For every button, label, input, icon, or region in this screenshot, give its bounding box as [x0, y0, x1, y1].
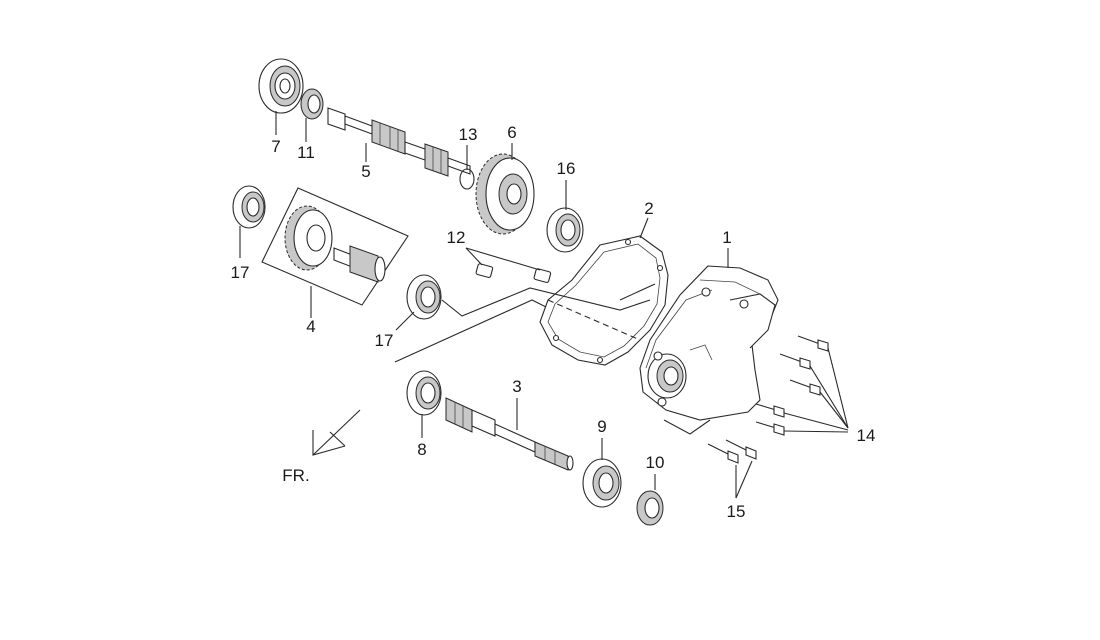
- label-17-lower: 17: [375, 331, 394, 350]
- oil-seal-11: [300, 88, 324, 120]
- bearing-7: [258, 58, 304, 114]
- label-17-upper: 17: [231, 263, 250, 282]
- label-14: 14: [857, 426, 876, 445]
- label-2: 2: [644, 199, 653, 218]
- bearing-17-lower: [406, 274, 442, 320]
- label-6: 6: [507, 123, 516, 142]
- assembly-lines: [394, 283, 711, 435]
- shaft-3: [445, 397, 574, 471]
- label-16: 16: [557, 159, 576, 178]
- transmission-cover-1: [639, 265, 779, 421]
- dowel-pins-12: [475, 263, 552, 283]
- label-8: 8: [417, 440, 426, 459]
- label-5: 5: [361, 162, 370, 181]
- oil-seal-10: [636, 490, 664, 526]
- bearing-9: [582, 458, 622, 508]
- label-13: 13: [459, 125, 478, 144]
- gasket-2: [539, 235, 669, 366]
- gear-assembly-4: [261, 187, 409, 306]
- label-4: 4: [306, 317, 315, 336]
- bearing-8: [406, 370, 442, 416]
- label-12: 12: [447, 228, 466, 247]
- label-3: 3: [512, 377, 521, 396]
- label-1: 1: [722, 228, 731, 247]
- front-direction-arrow-icon: [312, 409, 361, 456]
- bolts-15: [707, 439, 757, 464]
- label-9: 9: [597, 417, 606, 436]
- label-15: 15: [727, 502, 746, 521]
- bearing-16: [546, 207, 584, 253]
- shaft-5: [327, 107, 471, 177]
- bearing-17-upper: [232, 185, 266, 229]
- bolts-14: [755, 335, 829, 436]
- gear-6: [475, 153, 535, 235]
- label-7: 7: [271, 137, 280, 156]
- label-10: 10: [646, 453, 665, 472]
- label-front-direction: FR.: [282, 466, 309, 485]
- label-11: 11: [297, 143, 315, 162]
